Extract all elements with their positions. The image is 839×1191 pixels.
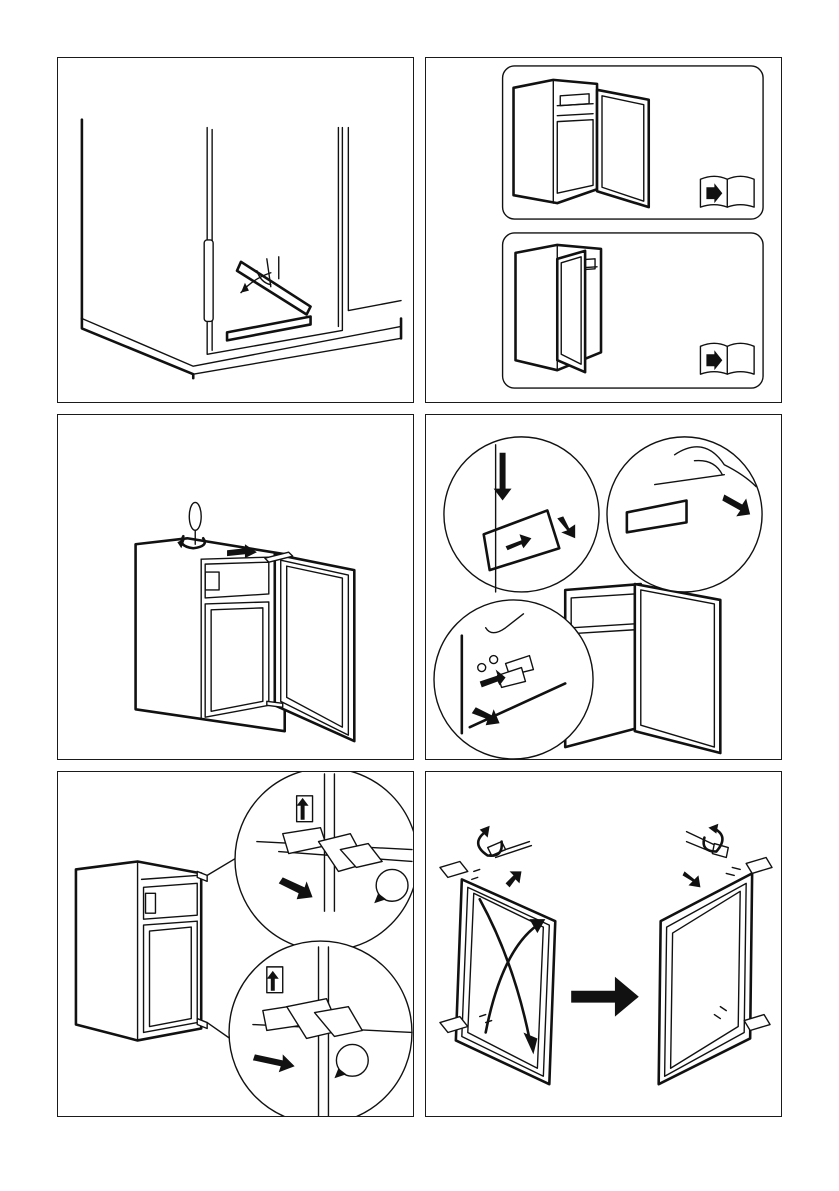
fridge-door-open-right xyxy=(514,80,649,207)
manual-arrow-icon xyxy=(700,343,754,374)
panel-manual-reference xyxy=(425,57,782,403)
manual-arrow-icon xyxy=(700,176,754,207)
panel-swap-door-hinges xyxy=(425,771,782,1117)
unscrew-hinges-illustration xyxy=(58,772,413,1116)
swap-door-hinges-illustration xyxy=(426,772,781,1116)
manual-reference-illustration xyxy=(426,58,781,402)
panel-remove-top-hinge-cover xyxy=(57,414,414,760)
panel-unscrew-hinges xyxy=(57,771,414,1117)
panel-door-bracket xyxy=(57,57,414,403)
swap-arrow-icon xyxy=(571,977,639,1017)
fridge-door-open-left xyxy=(516,245,602,372)
panel-remove-covers-and-plugs xyxy=(425,414,782,760)
remove-top-hinge-cover-illustration xyxy=(58,415,413,759)
door-bracket-illustration xyxy=(58,58,413,402)
remove-covers-and-plugs-illustration xyxy=(426,415,781,759)
